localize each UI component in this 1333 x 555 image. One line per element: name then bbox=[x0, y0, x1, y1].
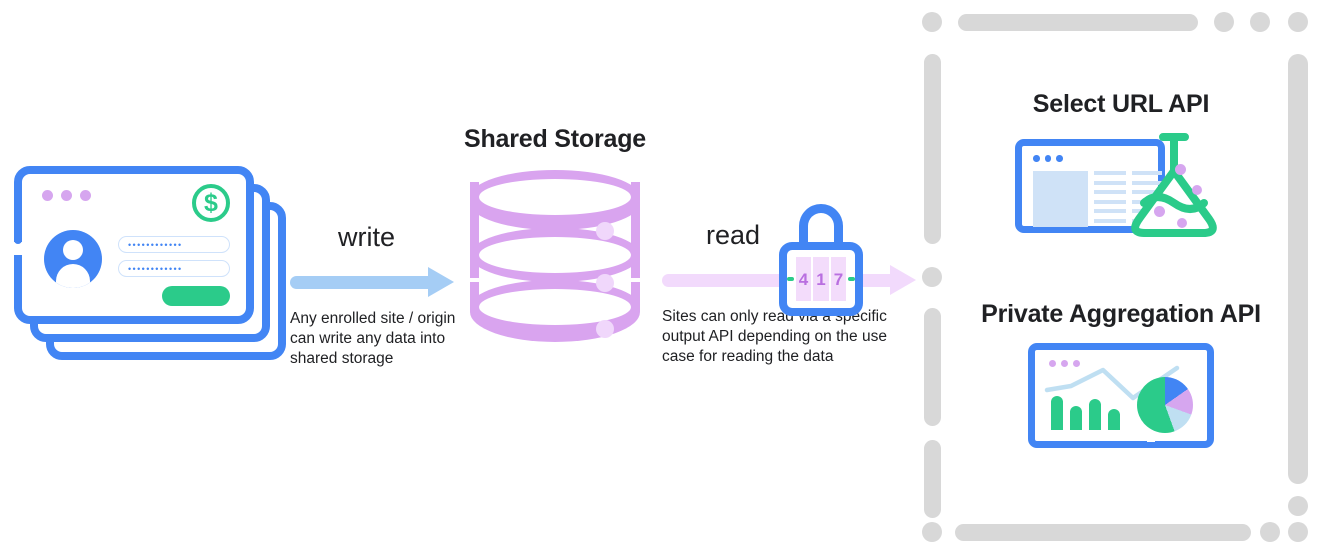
bar bbox=[1051, 396, 1063, 430]
database-cylinder-icon bbox=[470, 170, 640, 350]
text-line bbox=[1094, 180, 1126, 185]
write-arrow-shaft bbox=[290, 276, 430, 289]
flask-bubble-icon bbox=[1154, 206, 1165, 217]
output-apis-panel: Select URL API bbox=[922, 12, 1320, 542]
browser-window-with-charts-icon bbox=[1028, 343, 1214, 448]
api-card-select-url[interactable]: Select URL API bbox=[922, 90, 1320, 238]
text-line bbox=[1132, 190, 1162, 194]
panel-border-dot bbox=[922, 12, 942, 32]
tier-dot-icon bbox=[596, 274, 614, 292]
cylinder-ring-3 bbox=[470, 280, 640, 334]
text-line bbox=[1094, 190, 1126, 194]
shared-storage: Shared Storage bbox=[455, 125, 655, 350]
write-arrow bbox=[290, 265, 470, 299]
panel-border-dot bbox=[922, 267, 942, 287]
shared-storage-title: Shared Storage bbox=[464, 125, 646, 153]
flask-bubble-icon bbox=[1192, 185, 1202, 195]
flask-bubble-icon bbox=[1175, 164, 1186, 175]
lock-digit-2: 1 bbox=[813, 257, 829, 301]
panel-border-dot bbox=[922, 522, 942, 542]
write-caption: Any enrolled site / origin can write any… bbox=[290, 310, 456, 367]
window-dot-icon bbox=[80, 190, 91, 201]
lock-dash-left-icon bbox=[787, 277, 794, 281]
text-line bbox=[1094, 171, 1126, 175]
cylinder-top-ring bbox=[470, 170, 640, 224]
lock-digit-1: 4 bbox=[795, 257, 812, 301]
text-line bbox=[1094, 209, 1126, 213]
panel-border-dash bbox=[955, 524, 1251, 541]
panel-border-dash bbox=[924, 440, 941, 518]
lock-dash-right-icon bbox=[848, 277, 856, 281]
bar-chart-icon bbox=[1051, 396, 1120, 430]
bar bbox=[1108, 409, 1120, 430]
pie-chart-icon bbox=[1137, 377, 1193, 433]
dollar-badge-icon: $ bbox=[192, 184, 230, 222]
text-line bbox=[1094, 218, 1126, 223]
avatar-body-shape bbox=[56, 264, 90, 288]
avatar bbox=[44, 230, 102, 288]
window-traffic-dots bbox=[42, 190, 91, 201]
panel-border-dot bbox=[1214, 12, 1234, 32]
write-arrow-head bbox=[428, 267, 454, 297]
window-edge-gap bbox=[1022, 180, 1030, 189]
window-dot-icon bbox=[1056, 155, 1063, 162]
bar bbox=[1070, 406, 1082, 430]
submit-button[interactable] bbox=[162, 286, 230, 306]
panel-border-dot bbox=[1250, 12, 1270, 32]
text-line bbox=[1132, 180, 1162, 185]
window-dot-icon bbox=[1061, 360, 1068, 367]
private-aggregation-api-title: Private Aggregation API bbox=[981, 300, 1261, 328]
window-dot-icon bbox=[61, 190, 72, 201]
window-edge-gap bbox=[1147, 434, 1155, 442]
read-arrow-head bbox=[890, 265, 916, 295]
panel-border-dash bbox=[924, 308, 941, 426]
window-dot-icon bbox=[1073, 360, 1080, 367]
mini-window-dots bbox=[1049, 360, 1080, 367]
flask-icon bbox=[1131, 133, 1217, 237]
site-window-front: $ •••••••••••• •••••••••••• bbox=[14, 166, 254, 324]
bar bbox=[1089, 399, 1101, 430]
panel-border-dash bbox=[924, 54, 941, 244]
tier-dot-icon bbox=[596, 320, 614, 338]
lock-body-shape: 4 1 7 bbox=[779, 242, 863, 316]
panel-border-dot bbox=[1288, 496, 1308, 516]
select-url-api-title: Select URL API bbox=[1032, 90, 1210, 118]
cylinder-ring-2 bbox=[470, 228, 640, 282]
flask-bubble-icon bbox=[1177, 218, 1187, 228]
lock-digit-3: 7 bbox=[830, 257, 847, 301]
window-dot-icon bbox=[1033, 155, 1040, 162]
combination-lock-icon: 4 1 7 bbox=[779, 204, 863, 316]
read-label: read bbox=[706, 220, 761, 250]
text-line bbox=[1094, 199, 1126, 204]
window-dot-icon bbox=[42, 190, 53, 201]
mini-window-dots bbox=[1033, 155, 1063, 162]
window-dot-icon bbox=[1044, 155, 1051, 162]
mini-browser-window bbox=[1028, 343, 1214, 448]
window-edge-gap bbox=[14, 242, 23, 255]
password-field-1[interactable]: •••••••••••• bbox=[118, 236, 230, 253]
browser-window-with-flask-icon bbox=[1015, 133, 1227, 238]
panel-border-dash bbox=[1288, 54, 1308, 484]
panel-border-dot bbox=[1260, 522, 1280, 542]
password-field-2[interactable]: •••••••••••• bbox=[118, 260, 230, 277]
write-label: write bbox=[338, 222, 396, 252]
avatar-head-shape bbox=[63, 240, 83, 260]
enrolled-sites-stack: $ •••••••••••• •••••••••••• bbox=[14, 166, 294, 361]
content-placeholder-block bbox=[1033, 171, 1088, 227]
api-card-private-aggregation[interactable]: Private Aggregation API bbox=[922, 300, 1320, 448]
panel-border-dot bbox=[1288, 522, 1308, 542]
lock-shackle-shape bbox=[799, 204, 843, 250]
window-dot-icon bbox=[1049, 360, 1056, 367]
tier-dot-icon bbox=[596, 222, 614, 240]
write-flow: write Any enrolled site / origin can wri… bbox=[290, 224, 470, 368]
panel-border-dash bbox=[958, 14, 1198, 31]
panel-border-dot bbox=[1288, 12, 1308, 32]
text-lines-column-1 bbox=[1094, 171, 1126, 223]
text-line bbox=[1132, 171, 1162, 175]
window-edge-dot-icon bbox=[14, 236, 22, 244]
